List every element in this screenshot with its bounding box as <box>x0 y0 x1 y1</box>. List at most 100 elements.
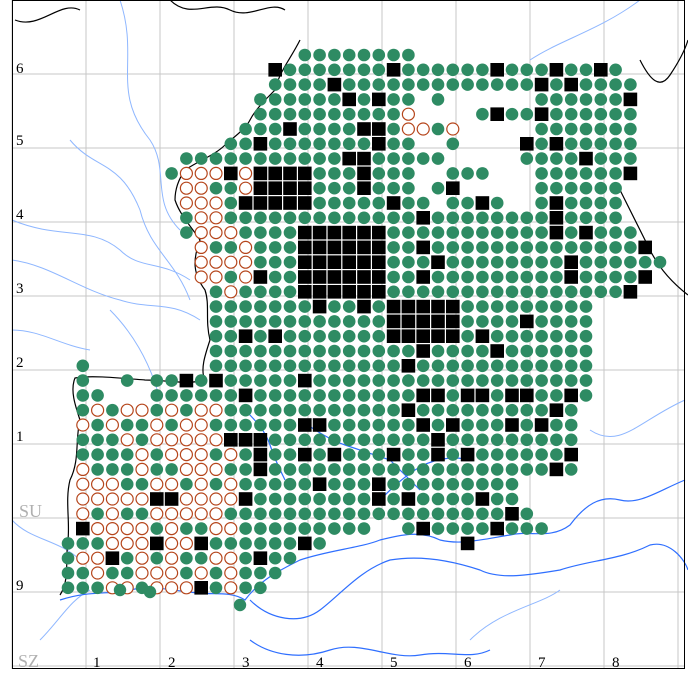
x-label: 6 <box>464 655 472 671</box>
record-open-circle-marker <box>179 166 193 180</box>
record-green-dot-marker <box>402 211 415 225</box>
record-green-dot-marker <box>328 418 341 432</box>
record-green-dot-marker <box>268 211 282 225</box>
record-green-dot-marker <box>106 448 119 461</box>
record-green-dot-marker <box>505 492 519 506</box>
record-open-circle-marker <box>194 418 208 432</box>
record-square-marker <box>312 255 327 269</box>
record-green-dot-marker <box>579 359 593 373</box>
record-green-dot-marker <box>372 48 386 62</box>
record-square-marker <box>327 225 342 240</box>
record-green-dot-marker <box>431 226 445 239</box>
record-open-circle-marker <box>120 536 134 551</box>
record-green-dot-marker <box>505 211 519 225</box>
record-green-dot-marker <box>313 522 326 535</box>
record-green-dot-marker <box>461 433 474 447</box>
record-green-dot-marker <box>135 507 149 521</box>
record-open-circle-marker <box>209 211 223 225</box>
record-square-marker <box>253 462 268 477</box>
record-green-dot-marker <box>446 522 460 535</box>
record-green-dot-marker <box>283 93 297 106</box>
record-green-dot-marker <box>283 63 297 77</box>
record-green-dot-marker <box>268 507 282 521</box>
record-green-dot-marker <box>298 344 312 358</box>
record-green-dot-marker <box>387 403 400 417</box>
record-green-dot-marker <box>446 167 460 180</box>
record-open-circle-marker <box>165 507 179 521</box>
record-square-marker <box>534 107 549 121</box>
record-square-marker <box>357 299 371 314</box>
record-green-dot-marker <box>283 359 297 373</box>
record-open-circle-marker <box>209 521 223 536</box>
record-square-marker <box>283 166 297 181</box>
record-green-dot-marker <box>283 329 297 343</box>
record-green-dot-marker <box>328 403 341 417</box>
record-green-dot-marker <box>564 122 578 136</box>
record-green-dot-marker <box>564 403 578 417</box>
record-open-circle-marker <box>209 507 223 521</box>
record-green-dot-marker <box>550 255 563 269</box>
record-green-dot-marker <box>150 522 164 535</box>
record-square-marker <box>150 492 164 506</box>
record-green-dot-marker <box>416 403 430 417</box>
record-green-dot-marker <box>505 344 519 358</box>
record-green-dot-marker <box>313 93 326 106</box>
y-label: 1 <box>16 429 24 445</box>
record-square-marker <box>460 536 475 551</box>
record-green-dot-marker <box>594 181 608 195</box>
record-green-dot-marker <box>268 270 282 284</box>
record-green-dot-marker <box>254 226 267 239</box>
record-green-dot-marker <box>594 285 608 299</box>
record-green-dot-marker <box>490 418 504 432</box>
record-green-dot-marker <box>283 551 297 565</box>
record-green-dot-marker <box>550 181 563 195</box>
record-square-marker <box>312 299 327 314</box>
record-green-dot-marker <box>342 167 356 180</box>
record-green-dot-marker <box>550 93 563 106</box>
record-open-circle-marker <box>224 492 238 506</box>
record-green-dot-marker <box>431 403 445 417</box>
record-green-dot-marker <box>254 566 267 580</box>
record-green-dot-marker <box>490 241 504 254</box>
record-green-dot-marker <box>402 374 415 387</box>
record-square-marker <box>623 166 638 181</box>
record-square-marker <box>549 196 564 210</box>
record-green-dot-marker <box>328 137 341 151</box>
record-green-dot-marker <box>254 285 267 299</box>
record-green-dot-marker <box>313 315 326 328</box>
record-square-marker <box>268 196 282 210</box>
record-green-dot-marker <box>180 152 193 165</box>
record-open-circle-marker <box>135 492 149 506</box>
record-green-dot-marker <box>313 167 326 180</box>
record-green-dot-marker <box>564 226 578 239</box>
record-square-marker <box>372 122 386 136</box>
record-green-dot-marker <box>387 181 400 195</box>
record-green-dot-marker <box>372 329 386 343</box>
record-green-dot-marker <box>268 285 282 299</box>
record-square-marker <box>298 255 312 269</box>
record-green-dot-marker <box>564 418 578 432</box>
record-green-dot-marker <box>416 507 430 521</box>
record-green-dot-marker <box>535 315 548 328</box>
record-green-dot-marker <box>209 344 223 358</box>
record-green-dot-marker <box>461 241 474 254</box>
record-green-dot-marker <box>61 566 75 580</box>
record-square-marker <box>283 181 297 195</box>
record-green-dot-marker <box>328 492 341 506</box>
record-green-dot-marker <box>342 329 356 343</box>
record-green-dot-marker <box>209 300 223 313</box>
record-green-dot-marker <box>298 433 312 447</box>
record-green-dot-marker <box>372 167 386 180</box>
record-green-dot-marker <box>446 78 460 91</box>
record-green-dot-marker <box>180 566 193 580</box>
record-green-dot-marker <box>372 211 386 225</box>
record-green-dot-marker <box>535 93 548 106</box>
record-green-dot-marker <box>283 418 297 432</box>
record-square-marker <box>401 359 416 373</box>
record-open-circle-marker <box>90 403 105 417</box>
record-green-dot-marker <box>535 344 548 358</box>
record-green-dot-marker <box>120 477 134 491</box>
record-open-circle-marker <box>135 566 149 580</box>
record-green-dot-marker <box>209 359 223 373</box>
